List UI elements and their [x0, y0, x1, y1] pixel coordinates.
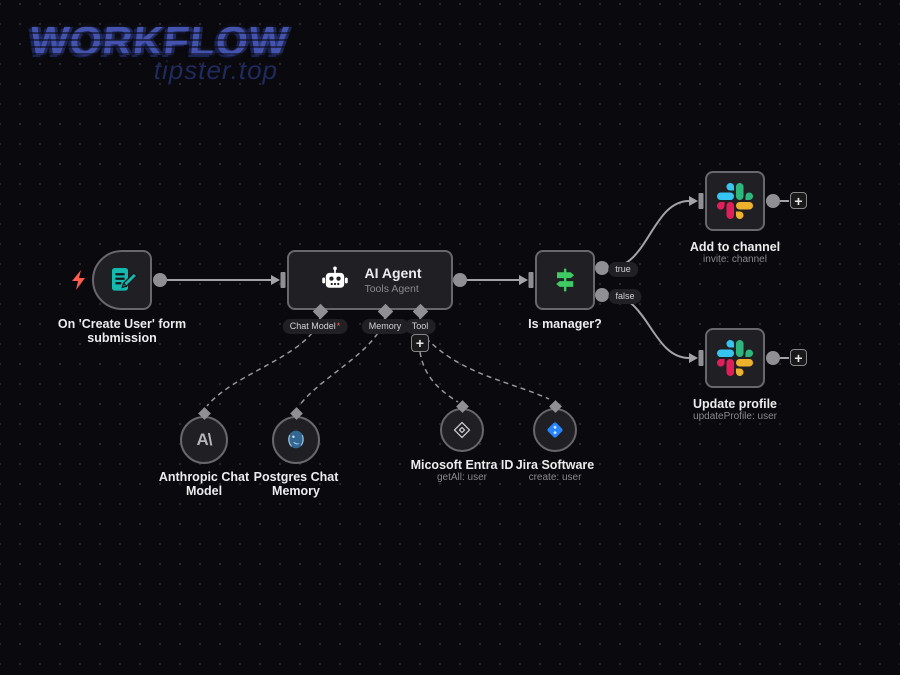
node-add-to-channel[interactable]: [705, 171, 765, 231]
port-if-false-output[interactable]: [595, 288, 609, 302]
postgres-icon: [288, 430, 304, 449]
wire-tool-to-jira: [425, 337, 550, 400]
port-if-true-output[interactable]: [595, 261, 609, 275]
node-postgres-chat-memory[interactable]: [272, 416, 320, 464]
form-icon: [112, 268, 138, 291]
agent-title: AI Agent: [364, 265, 422, 282]
node-anthropic-chat-model[interactable]: A\: [180, 416, 228, 464]
robot-icon: [322, 266, 349, 288]
chat-model-connector-label: Chat Model*: [282, 319, 348, 334]
port-if-input[interactable]: [528, 272, 534, 288]
port-updateprofile-input[interactable]: [698, 350, 704, 366]
trigger-bolt-icon: [72, 270, 85, 290]
memory-connector-label: Memory: [361, 319, 409, 334]
arrow-addchannel-in: [689, 196, 698, 206]
wire-true-to-addchannel: [608, 200, 690, 269]
port-updateprofile-output[interactable]: [766, 351, 780, 365]
true-output-label: true: [608, 262, 638, 277]
jira-label: Jira Software: [515, 458, 595, 472]
agent-subtitle: Tools Agent: [364, 282, 419, 295]
add-tool-button[interactable]: +: [411, 334, 429, 352]
entra-label: Micosoft Entra ID: [410, 458, 514, 472]
node-update-profile[interactable]: [705, 328, 765, 388]
anthropic-icon: A\: [196, 430, 213, 449]
is-manager-label: Is manager?: [528, 317, 602, 331]
jira-sublabel: create: user: [528, 472, 582, 483]
arrow-updateprofile-in: [689, 353, 698, 363]
port-trigger-output[interactable]: [153, 273, 167, 287]
node-jira-software[interactable]: [533, 408, 577, 452]
anthropic-label: Anthropic Chat Model: [158, 470, 250, 499]
wire-tool-to-entra: [419, 351, 459, 403]
false-output-label: false: [608, 289, 642, 304]
port-addchannel-output[interactable]: [766, 194, 780, 208]
node-ai-agent[interactable]: AI Agent Tools Agent: [287, 250, 453, 310]
logo-title: WORKFLOW: [27, 18, 291, 64]
jira-icon: [547, 422, 563, 438]
port-agent-input[interactable]: [280, 272, 286, 288]
add-next-node-button-top[interactable]: +: [790, 192, 807, 209]
port-addchannel-input[interactable]: [698, 193, 704, 209]
entra-id-icon: [453, 421, 471, 439]
slack-icon: [717, 340, 753, 376]
slack-icon: [717, 183, 753, 219]
postgres-label: Postgres Chat Memory: [253, 470, 339, 499]
trigger-label: On 'Create User' form submission: [57, 317, 187, 346]
tool-connector-label: Tool: [404, 319, 436, 334]
node-is-manager[interactable]: [535, 250, 595, 310]
wire-false-to-updateprofile: [608, 294, 690, 359]
logo: WORKFLOW WORKFLOW tipster.top: [24, 18, 294, 86]
arrow-if-in: [519, 275, 528, 285]
arrow-agent-in: [271, 275, 280, 285]
signpost-icon: [556, 268, 575, 292]
entra-sublabel: getAll: user: [436, 472, 488, 483]
add-next-node-button-bottom[interactable]: +: [790, 349, 807, 366]
update-profile-label: Update profile: [692, 397, 778, 411]
port-agent-output[interactable]: [453, 273, 467, 287]
add-to-channel-label: Add to channel: [689, 240, 781, 254]
node-form-trigger[interactable]: [92, 250, 152, 310]
add-to-channel-sublabel: invite: channel: [703, 254, 767, 265]
node-microsoft-entra-id[interactable]: [440, 408, 484, 452]
update-profile-sublabel: updateProfile: user: [693, 411, 777, 422]
